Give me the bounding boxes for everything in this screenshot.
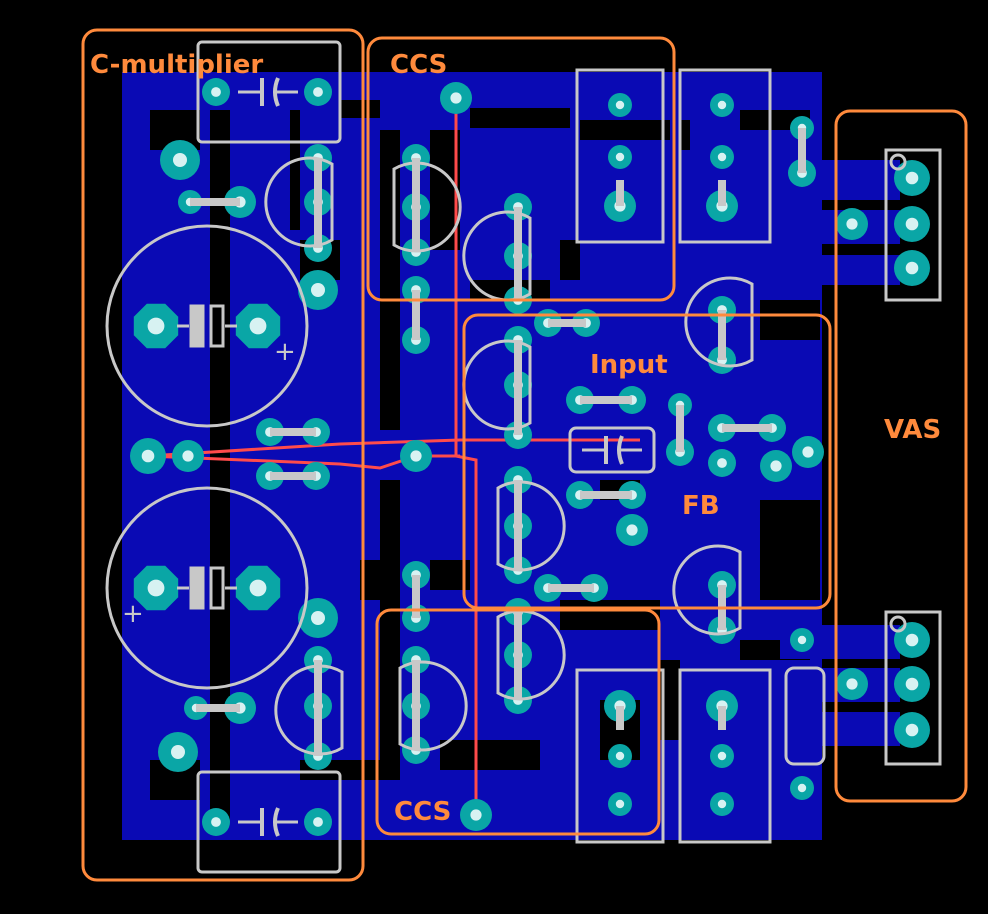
silk-cap-outline [196, 770, 342, 874]
pad-hole [770, 460, 782, 472]
copper-gap [760, 300, 820, 340]
copper-gap [340, 100, 380, 118]
silk-resistor-outline [784, 666, 826, 766]
silk-connector-outline [884, 148, 942, 302]
region-c-multiplier [81, 28, 365, 882]
copper-gap [680, 120, 690, 150]
region-input-fb [462, 313, 832, 610]
region-label-vas: VAS [884, 415, 941, 445]
region-outlines [81, 28, 968, 882]
pad-hole [615, 152, 625, 162]
copper-gap [360, 560, 380, 600]
region-label-input: Input [590, 350, 668, 380]
pad-hole [450, 92, 462, 104]
silk-pin1-marker [889, 153, 907, 171]
pad-hole [470, 809, 482, 821]
pad-hole [797, 783, 807, 793]
silk-cap-plate [273, 77, 280, 107]
polarity-mark-bottom: + [122, 599, 144, 629]
pad-hole [717, 751, 727, 761]
pad-hole [211, 817, 221, 827]
silk-to126-outline [678, 68, 772, 244]
silk-cap-outline [196, 40, 342, 144]
region-label-fb: FB [682, 491, 720, 521]
pad-hole [905, 633, 919, 647]
region-ccs-bottom [375, 608, 661, 836]
pad-hole [717, 458, 727, 468]
pad-hole [211, 87, 221, 97]
pad-hole [410, 450, 422, 462]
region-label-ccs-bottom: CCS [394, 797, 451, 827]
region-vas [834, 109, 968, 803]
pad-hole [249, 317, 267, 335]
pad-hole [905, 677, 919, 691]
pad-hole [147, 579, 165, 597]
pad-hole [717, 799, 727, 809]
pad-hole [717, 152, 727, 162]
silk-transistor-outline [264, 156, 334, 248]
copper-gap [290, 110, 300, 230]
pad-hole [615, 751, 625, 761]
pad-hole [802, 446, 814, 458]
copper-gap [470, 108, 570, 128]
copper-gap [660, 660, 680, 740]
silk-ecap-plate [189, 566, 205, 610]
silk-cap-plate [617, 435, 624, 465]
silk-transistor-outline [684, 276, 754, 368]
pad-hole [905, 217, 919, 231]
pad-hole [182, 450, 194, 462]
pad-hole [147, 317, 165, 335]
copper-gap [560, 240, 580, 280]
pad-hole [313, 87, 323, 97]
region-label-ccs-top: CCS [390, 50, 447, 80]
pad-hole [311, 611, 325, 625]
copper-gap [380, 130, 400, 430]
silk-pin1-marker [889, 615, 907, 633]
copper-gap [440, 740, 540, 770]
region-label-c-multiplier: C-multiplier [90, 50, 263, 80]
silk-to126-outline [678, 668, 772, 844]
silk-ecap-plate [209, 304, 225, 348]
pad-hole [717, 100, 727, 110]
pad-hole [905, 723, 919, 737]
pad-hole [311, 283, 325, 297]
pad-hole [171, 745, 185, 759]
pad-hole [615, 799, 625, 809]
pad-hole [249, 579, 267, 597]
silk-electrolytic-outline [105, 224, 309, 428]
jumper-wire [454, 98, 478, 815]
copper-trace [780, 712, 900, 746]
pad-hole [905, 171, 919, 185]
pad-hole [797, 635, 807, 645]
copper-gap [760, 500, 820, 600]
silk-to126-outline [575, 668, 665, 844]
silk-ecap-plate [209, 566, 225, 610]
polarity-mark-top: + [274, 337, 296, 367]
copper-gap [380, 480, 400, 780]
silk-transistor-outline [398, 660, 468, 752]
region-ccs-top [366, 36, 676, 302]
silk-electrolytic-outline [105, 486, 309, 690]
pad-hole [905, 261, 919, 275]
silk-to126-outline [575, 68, 665, 244]
silk-connector-outline [884, 610, 942, 766]
pad-hole [173, 153, 187, 167]
silkscreen-layer [105, 40, 942, 874]
copper-gap [560, 600, 660, 630]
pad-hole [846, 218, 858, 230]
silk-ecap-plate [189, 304, 205, 348]
pad-hole [626, 524, 638, 536]
copper-gap [210, 110, 230, 820]
pad-hole [141, 449, 155, 463]
jumper-wire [147, 438, 640, 458]
pad-hole [846, 678, 858, 690]
silk-cap-outline [568, 426, 656, 474]
pad-hole [615, 100, 625, 110]
copper-gap [580, 120, 670, 140]
pad-hole [313, 817, 323, 827]
copper-trace [780, 255, 900, 285]
silk-cap-plate [273, 807, 280, 837]
silk-transistor-outline [672, 544, 742, 636]
